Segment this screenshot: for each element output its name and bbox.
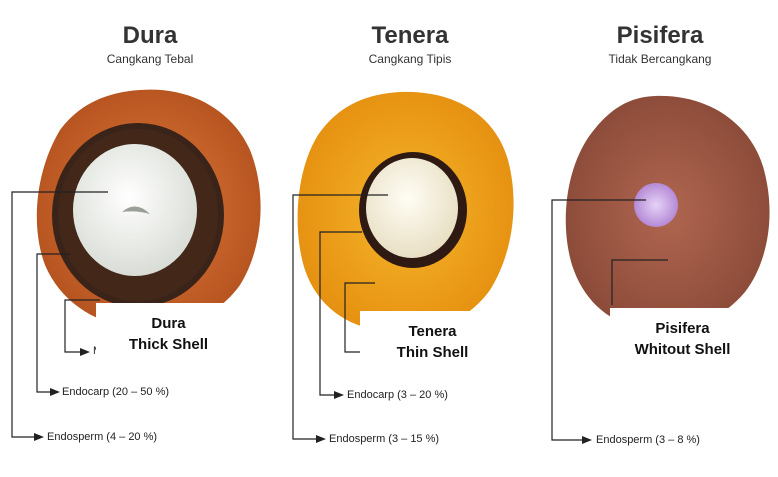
pisifera-callout-desc: Whitout Shell	[610, 339, 755, 360]
pisifera-callout: Pisifera Whitout Shell	[610, 308, 755, 372]
dura-endosperm-label: Endosperm (4 – 20 %)	[47, 431, 157, 443]
tenera-fruit	[298, 92, 514, 333]
tenera-endosperm-kernel	[366, 158, 458, 258]
tenera-callout: Tenera Thin Shell	[360, 311, 505, 373]
tenera-endocarp-label: Endocarp (3 – 20 %)	[347, 389, 448, 401]
tenera-endosperm-label: Endosperm (3 – 15 %)	[329, 433, 439, 445]
pisifera-callout-name: Pisifera	[610, 318, 755, 339]
pisifera-fruit	[566, 96, 770, 330]
pisifera-endosperm-label: Endosperm (3 – 8 %)	[596, 434, 700, 446]
dura-fruit	[37, 90, 261, 329]
dura-callout: Dura Thick Shell	[96, 303, 241, 368]
pisifera-endosperm-kernel	[634, 183, 678, 227]
tenera-callout-desc: Thin Shell	[360, 342, 505, 363]
dura-endocarp-label: Endocarp (20 – 50 %)	[62, 386, 169, 398]
dura-callout-desc: Thick Shell	[96, 334, 241, 355]
dura-callout-name: Dura	[96, 313, 241, 334]
tenera-callout-name: Tenera	[360, 321, 505, 342]
